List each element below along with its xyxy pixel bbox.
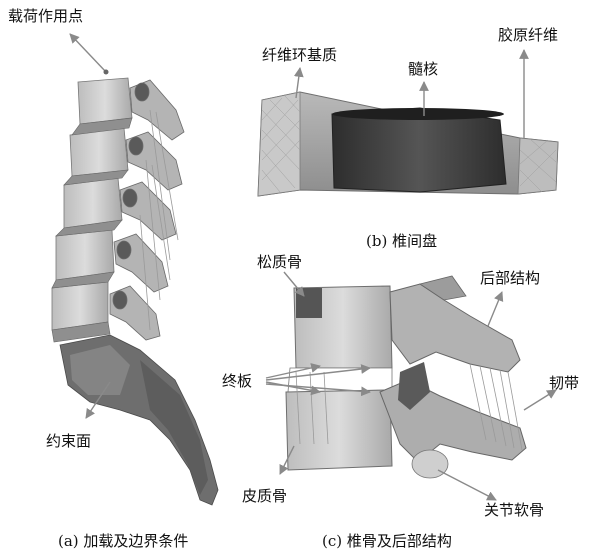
load-point-label: 载荷作用点: [8, 7, 83, 25]
cartilage-label: 关节软骨: [484, 501, 544, 519]
load-point-arrow: [70, 34, 106, 72]
endplate-label: 终板: [222, 372, 252, 390]
panel-c-vertebra-model: 松质骨 后部结构 终板 韧带 皮质骨 关节软骨 (c) 椎骨及后部结构: [222, 253, 579, 550]
posterior-arrow: [488, 292, 502, 326]
constraint-label: 约束面: [46, 432, 91, 450]
load-point-marker: [104, 70, 109, 75]
cancellous-label: 松质骨: [257, 253, 302, 271]
facet-cartilage-shape: [412, 450, 448, 478]
cortical-label: 皮质骨: [242, 487, 287, 505]
nucleus-body: [332, 108, 506, 192]
caption-a: (a) 加载及边界条件: [58, 532, 188, 550]
collagen-label: 胶原纤维: [498, 26, 558, 44]
cartilage-arrow: [438, 470, 496, 500]
posterior-label: 后部结构: [480, 269, 540, 287]
panel-b-disc-model: 纤维环基质 髓核 胶原纤维 (b) 椎间盘: [258, 26, 558, 250]
annulus-label: 纤维环基质: [262, 46, 337, 64]
ligament-label: 韧带: [549, 374, 579, 392]
nucleus-label: 髓核: [408, 60, 438, 78]
panel-a-spine-model: 载荷作用点 约束面 (a) 加载及边界条件: [8, 7, 218, 550]
lower-vertebral-body: [286, 390, 392, 470]
sacrum: [60, 335, 218, 505]
ligament-arrow: [524, 390, 556, 410]
caption-b: (b) 椎间盘: [366, 232, 437, 250]
caption-c: (c) 椎骨及后部结构: [322, 532, 452, 550]
cancellous-block: [296, 288, 322, 318]
